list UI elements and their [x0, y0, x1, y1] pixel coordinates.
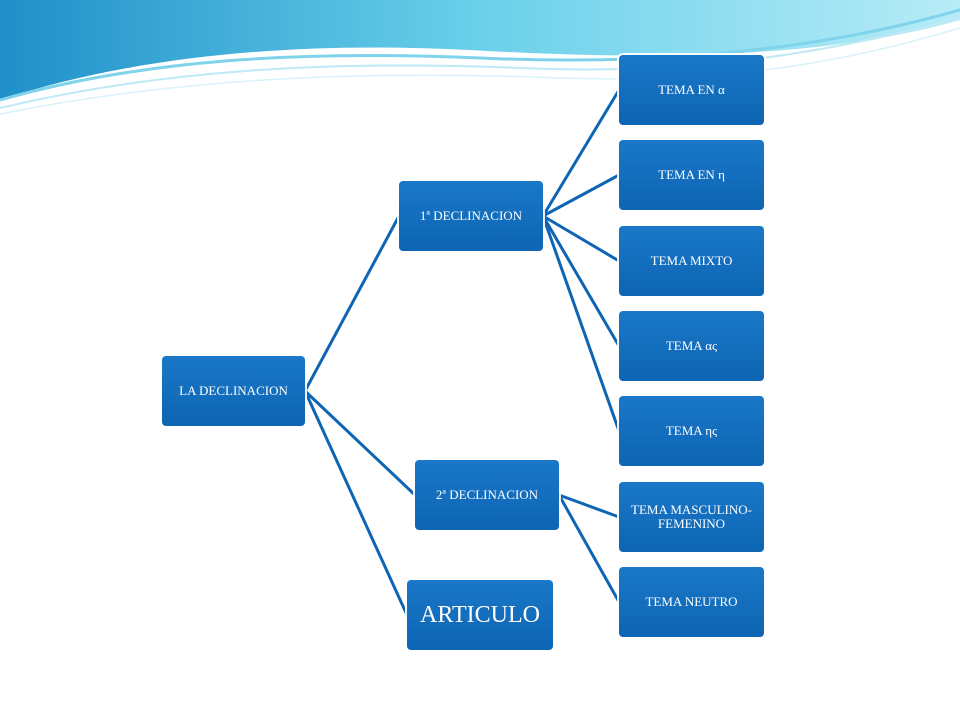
node-tema-neutro: TEMA NEUTRO	[619, 567, 764, 637]
header-wave-decoration	[0, 0, 960, 115]
node-tema-alpha: TEMA EN α	[619, 55, 764, 125]
root-label: LA DECLINACION	[179, 382, 288, 398]
connector-d1-alpha	[541, 89, 621, 217]
node-tema-as-label: TEMA ας	[665, 337, 718, 353]
node-tema-masculino-femenino: TEMA MASCULINO-FEMENINO	[619, 482, 764, 552]
node-2a-declinacion: 2ª DECLINACION	[415, 460, 559, 530]
connector-root-d2	[303, 389, 417, 497]
node-tema-neutro-label: TEMA NEUTRO	[645, 593, 738, 609]
node-1a-declinacion-label: 1ª DECLINACION	[419, 207, 523, 223]
connector-d2-masc	[558, 493, 620, 519]
connector-group	[303, 89, 621, 616]
node-articulo: ARTICULO	[407, 580, 553, 650]
connector-d1-eta	[542, 173, 620, 218]
node-tema-masculino-femenino-label: TEMA MASCULINO-FEMENINO	[631, 501, 752, 531]
connector-d1-es	[541, 215, 621, 432]
node-tema-alpha-label: TEMA EN α	[658, 81, 725, 97]
node-2a-declinacion-label: 2ª DECLINACION	[435, 486, 539, 502]
node-articulo-label: ARTICULO	[420, 601, 540, 628]
connector-d1-as	[541, 215, 621, 347]
connector-root-art	[303, 390, 409, 616]
node-tema-as: TEMA ας	[619, 311, 764, 381]
node-tema-eta-label: TEMA EN η	[658, 166, 725, 182]
connector-d2-neutro	[557, 494, 621, 603]
node-tema-es-label: TEMA ης	[665, 422, 718, 438]
node-1a-declinacion: 1ª DECLINACION	[399, 181, 543, 251]
node-tema-mixto: TEMA MIXTO	[619, 226, 764, 296]
connector-d1-mixto	[542, 214, 620, 263]
node-tema-mixto-label: TEMA MIXTO	[650, 252, 733, 268]
connector-root-d1	[303, 215, 401, 392]
node-tema-eta: TEMA EN η	[619, 140, 764, 210]
node-tema-es: TEMA ης	[619, 396, 764, 466]
root-node: LA DECLINACION	[162, 356, 305, 426]
